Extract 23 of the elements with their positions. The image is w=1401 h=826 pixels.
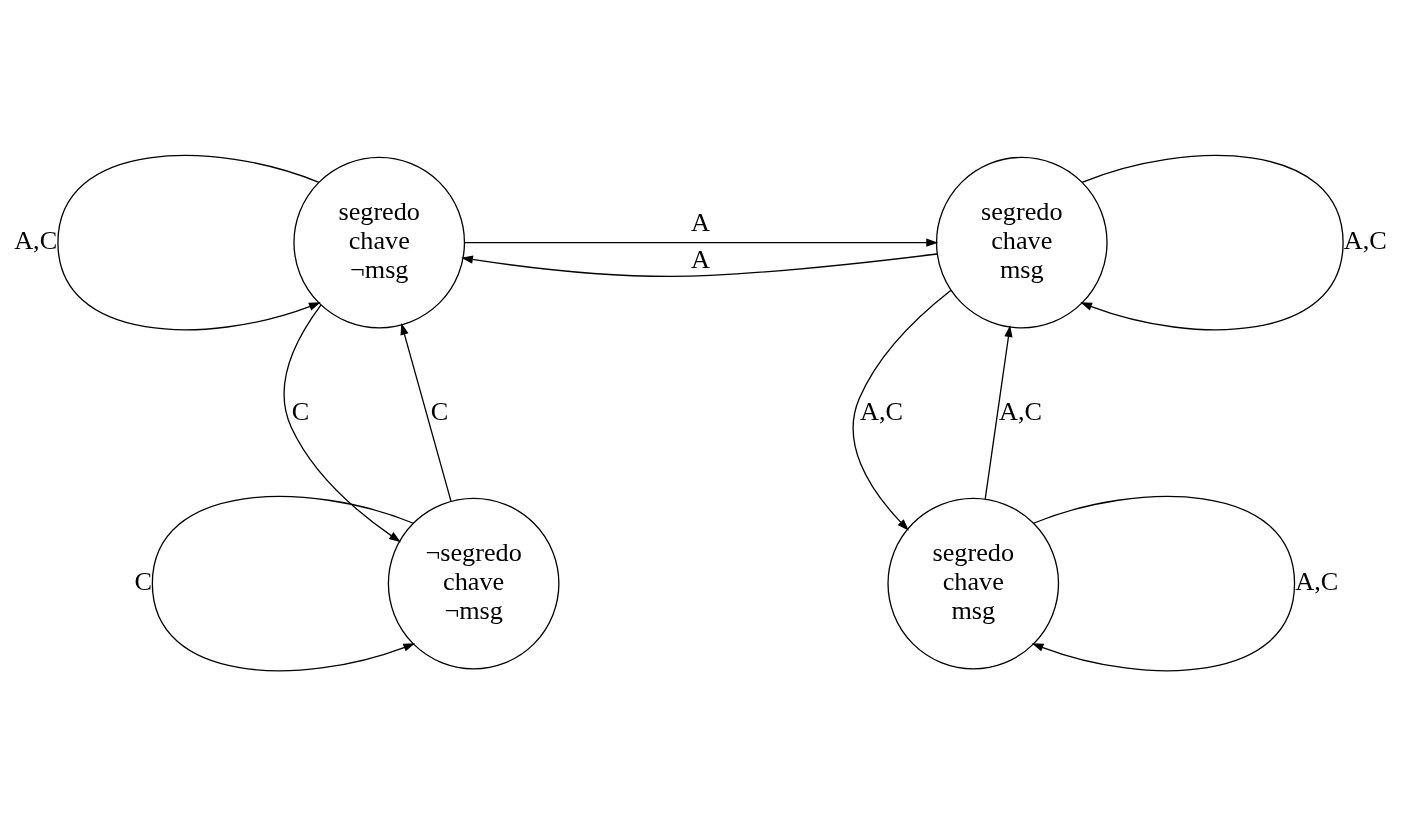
- arrow: [984, 325, 1013, 500]
- edge-label: A,C: [1295, 567, 1339, 597]
- edge-label: A,C: [1343, 226, 1387, 256]
- arrow: [283, 304, 401, 543]
- node-circle: segredo chave ¬msg: [293, 156, 466, 329]
- node-circle: segredo chave msg: [887, 497, 1060, 670]
- arrow: [151, 495, 416, 672]
- arrow: [57, 154, 321, 331]
- edge-label: C: [291, 396, 310, 426]
- arrow: [463, 238, 939, 247]
- arrow: [1031, 495, 1296, 672]
- arrow: [400, 323, 452, 502]
- edge-label: C: [430, 396, 449, 426]
- edge-label: A,C: [14, 226, 58, 256]
- node-circle: segredo chave msg: [935, 156, 1108, 329]
- edge-label: A: [691, 207, 710, 237]
- edge-label: A,C: [998, 396, 1042, 426]
- arrow: [852, 289, 952, 531]
- arrow: [461, 253, 938, 278]
- edge-label: A,C: [859, 396, 903, 426]
- arrow: [1080, 154, 1344, 331]
- edge-label: C: [134, 567, 152, 597]
- edge-label: A: [691, 244, 710, 274]
